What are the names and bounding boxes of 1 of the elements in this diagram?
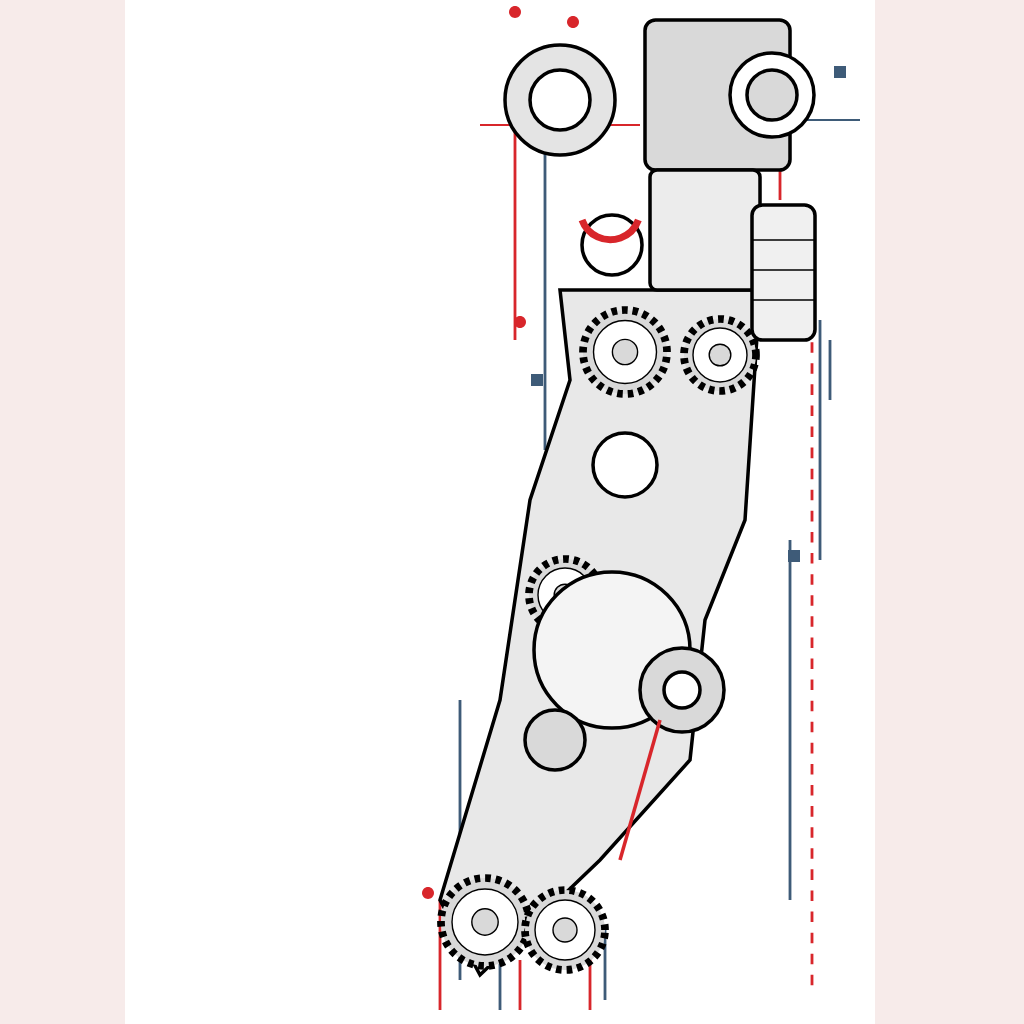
mechanical-arm-drawing (422, 6, 860, 1010)
